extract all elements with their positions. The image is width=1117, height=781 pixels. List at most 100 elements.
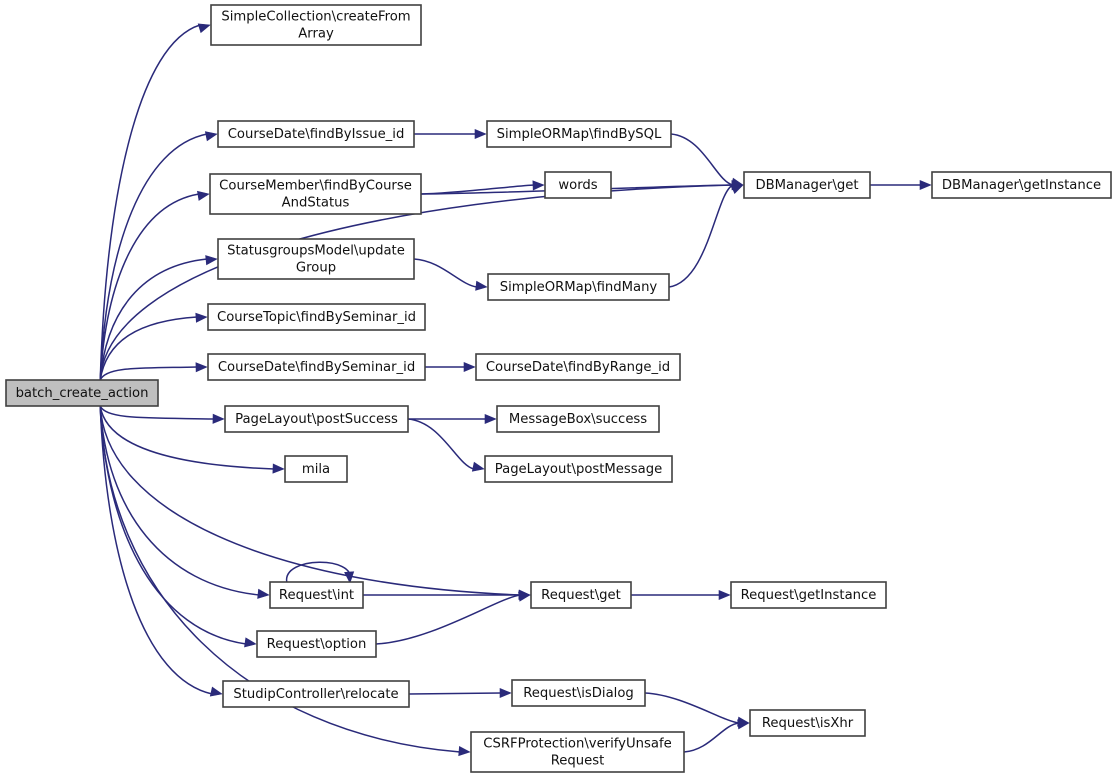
node-box-coursemember[interactable] xyxy=(209,173,422,215)
node-coursedate_seminar[interactable]: CourseDate\findBySeminar_id xyxy=(207,353,426,381)
edge-statusgroups-to-simpleormap_many xyxy=(413,258,488,291)
node-label-studip_relocate: StudipController\relocate xyxy=(233,687,398,702)
node-label-request_get: Request\get xyxy=(541,588,621,603)
edge-arrowhead xyxy=(471,461,485,472)
node-box-request_isxhr[interactable] xyxy=(749,709,866,737)
edge-batch_create_action-to-coursetopic xyxy=(99,312,208,381)
edge-arrowhead xyxy=(195,362,208,373)
node-box-coursedate_issue[interactable] xyxy=(217,120,415,148)
edge-arrowhead xyxy=(212,413,225,424)
edge-arrowhead xyxy=(244,637,257,648)
node-pagelayout_success[interactable]: PageLayout\postSuccess xyxy=(224,405,409,433)
edge-batch_create_action-to-mila xyxy=(99,405,285,474)
node-box-mila[interactable] xyxy=(284,455,348,483)
node-request_int[interactable]: Request\int xyxy=(269,581,364,609)
node-label-messagebox_success: MessageBox\success xyxy=(509,412,647,427)
edge-arrowhead xyxy=(730,184,744,195)
edge-arrowhead xyxy=(197,190,210,201)
edge-arrowhead xyxy=(737,719,750,730)
edge-dbmanager_get-to-dbmanager_getinstance xyxy=(870,179,932,191)
edge-arrowhead xyxy=(499,687,512,699)
node-box-dbmanager_get[interactable] xyxy=(743,171,871,199)
node-request_isdialog[interactable]: Request\isDialog xyxy=(511,679,646,707)
node-box-statusgroups[interactable] xyxy=(217,238,415,280)
edge-arrowhead xyxy=(209,686,223,697)
node-words[interactable]: words xyxy=(544,171,612,199)
node-label-pagelayout_success: PageLayout\postSuccess xyxy=(235,412,398,427)
node-label-simplecollection: Array xyxy=(298,27,334,42)
node-box-pagelayout_message[interactable] xyxy=(484,455,673,483)
node-request_option[interactable]: Request\option xyxy=(256,630,377,658)
node-label-words: words xyxy=(558,178,597,193)
node-label-batch_create_action: batch_create_action xyxy=(16,386,149,401)
edge-pagelayout_success-to-pagelayout_message xyxy=(407,418,485,472)
edge-batch_create_action-to-pagelayout_success xyxy=(99,405,225,424)
node-request_isxhr[interactable]: Request\isXhr xyxy=(749,709,866,737)
node-label-dbmanager_getinstance: DBManager\getInstance xyxy=(942,178,1101,193)
node-box-messagebox_success[interactable] xyxy=(496,405,660,433)
node-box-coursedate_range[interactable] xyxy=(475,353,681,381)
edge-coursedate_seminar-to-coursedate_range xyxy=(425,361,476,373)
node-simpleormap_sql[interactable]: SimpleORMap\findBySQL xyxy=(486,120,672,148)
node-box-coursedate_seminar[interactable] xyxy=(207,353,426,381)
node-box-dbmanager_getinstance[interactable] xyxy=(931,171,1112,199)
node-box-batch_create_action[interactable] xyxy=(5,379,159,407)
node-label-simplecollection: SimpleCollection\createFrom xyxy=(221,10,410,25)
edge-arrowhead xyxy=(458,746,471,757)
node-mila[interactable]: mila xyxy=(284,455,348,483)
node-dbmanager_getinstance[interactable]: DBManager\getInstance xyxy=(931,171,1112,199)
node-box-request_getinstance[interactable] xyxy=(730,581,887,609)
node-coursetopic[interactable]: CourseTopic\findBySeminar_id xyxy=(207,303,426,331)
node-label-coursetopic: CourseTopic\findBySeminar_id xyxy=(217,310,416,325)
edge-request_get-to-request_getinstance xyxy=(631,589,731,601)
node-box-request_int[interactable] xyxy=(269,581,364,609)
edge-arrowhead xyxy=(718,589,731,601)
node-label-csrf_verify: CSRFProtection\verifyUnsafe xyxy=(483,737,671,752)
node-label-request_isxhr: Request\isXhr xyxy=(762,716,854,731)
edge-arrowhead xyxy=(344,571,355,584)
node-simpleormap_many[interactable]: SimpleORMap\findMany xyxy=(487,273,670,301)
node-label-coursemember: AndStatus xyxy=(282,196,350,211)
node-label-statusgroups: Group xyxy=(296,261,336,276)
node-box-simplecollection[interactable] xyxy=(210,4,422,46)
node-box-csrf_verify[interactable] xyxy=(470,731,685,773)
node-request_getinstance[interactable]: Request\getInstance xyxy=(730,581,887,609)
node-label-simpleormap_sql: SimpleORMap\findBySQL xyxy=(497,127,662,142)
node-dbmanager_get[interactable]: DBManager\get xyxy=(743,171,871,199)
edge-arrowhead xyxy=(463,361,476,373)
node-box-pagelayout_success[interactable] xyxy=(224,405,409,433)
node-pagelayout_message[interactable]: PageLayout\postMessage xyxy=(484,455,673,483)
node-label-mila: mila xyxy=(302,462,330,477)
node-coursedate_range[interactable]: CourseDate\findByRange_id xyxy=(475,353,681,381)
node-box-request_get[interactable] xyxy=(530,581,632,609)
edge-arrowhead xyxy=(257,588,270,599)
node-box-studip_relocate[interactable] xyxy=(222,680,410,708)
edge-arrowhead xyxy=(919,179,932,191)
edge-arrowhead xyxy=(204,131,218,142)
edge-batch_create_action-to-csrf_verify xyxy=(99,405,471,757)
node-studip_relocate[interactable]: StudipController\relocate xyxy=(222,680,410,708)
edge-arrowhead xyxy=(532,180,545,191)
node-request_get[interactable]: Request\get xyxy=(530,581,632,609)
node-label-pagelayout_message: PageLayout\postMessage xyxy=(495,462,662,477)
node-box-simpleormap_sql[interactable] xyxy=(486,120,672,148)
nodes-layer: batch_create_action SimpleCollection\crea… xyxy=(5,4,1112,773)
edge-batch_create_action-to-statusgroups xyxy=(99,255,218,381)
node-messagebox_success[interactable]: MessageBox\success xyxy=(496,405,660,433)
node-batch_create_action[interactable]: batch_create_action xyxy=(5,379,159,407)
node-box-words[interactable] xyxy=(544,171,612,199)
edge-request_option-to-request_get xyxy=(375,591,531,645)
node-box-request_option[interactable] xyxy=(256,630,377,658)
node-coursedate_issue[interactable]: CourseDate\findByIssue_id xyxy=(217,120,415,148)
edge-batch_create_action-to-coursemember xyxy=(99,190,210,381)
node-label-request_getinstance: Request\getInstance xyxy=(741,588,877,603)
node-box-request_isdialog[interactable] xyxy=(511,679,646,707)
node-label-request_isdialog: Request\isDialog xyxy=(523,686,634,701)
node-box-simpleormap_many[interactable] xyxy=(487,273,670,301)
node-box-coursetopic[interactable] xyxy=(207,303,426,331)
